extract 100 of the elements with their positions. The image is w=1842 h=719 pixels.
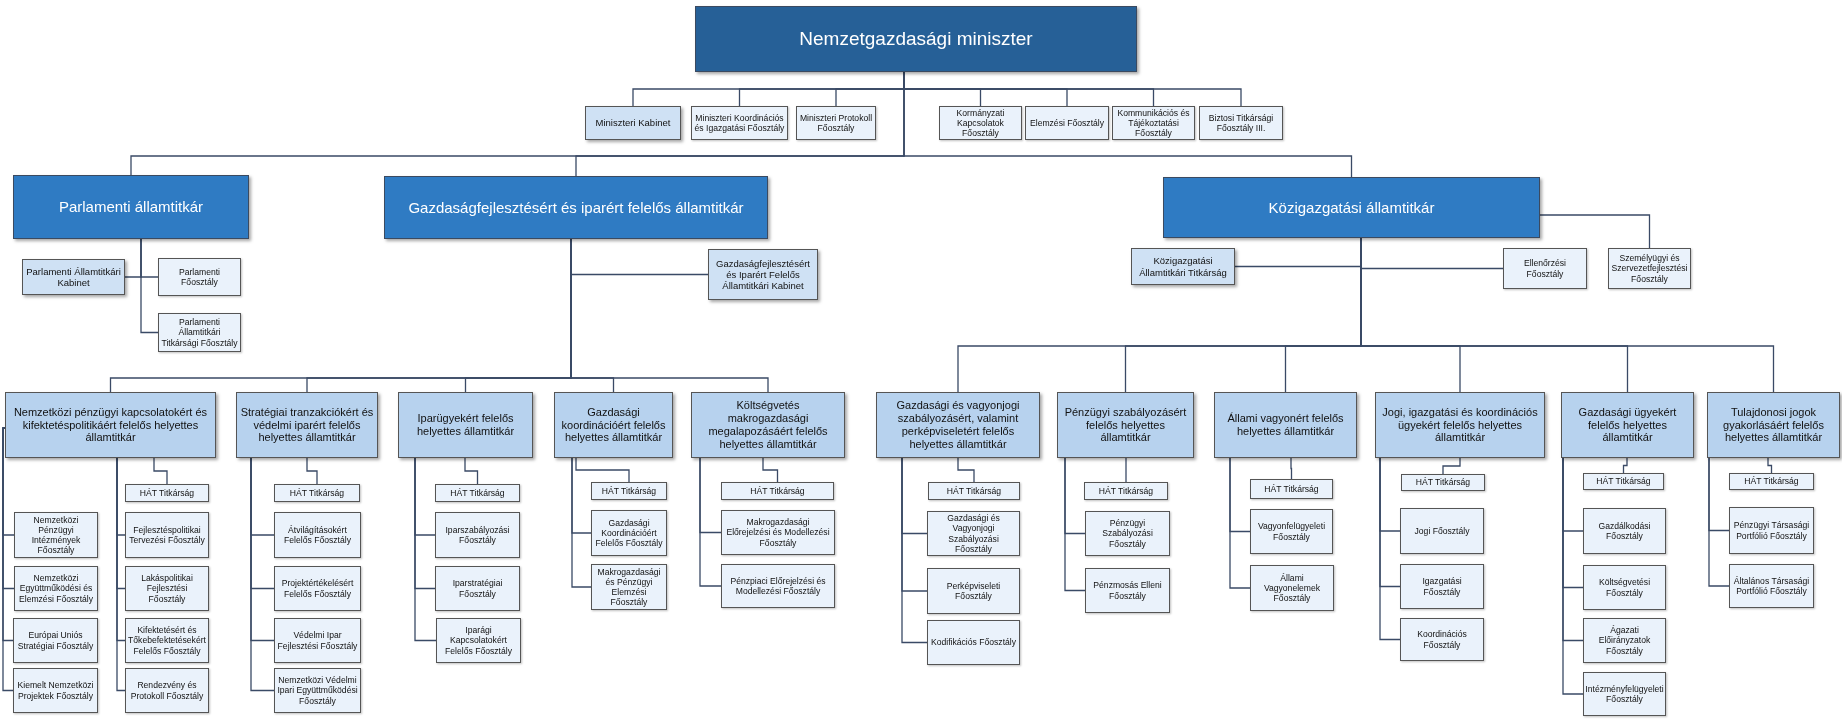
department-box: HÁT Titkárság bbox=[435, 484, 520, 502]
department-box: HÁT Titkárság bbox=[274, 484, 360, 502]
connector-line bbox=[116, 457, 126, 692]
department-box: HÁT Titkárság bbox=[1729, 473, 1814, 490]
connector-line bbox=[1767, 457, 1773, 474]
department-box: Igazgatási Főosztály bbox=[1400, 564, 1484, 609]
department-box: HÁT Titkárság bbox=[1583, 473, 1664, 490]
department-box: Kiemelt Nemzetközi Projektek Főosztály bbox=[13, 668, 98, 713]
connector-line bbox=[575, 457, 630, 483]
department-box: Nemzetközi Együttműködési és Elemzési Főosztály bbox=[14, 566, 98, 611]
department-box: HÁT Titkárság bbox=[125, 484, 209, 502]
department-box: Európai Uniós Stratégiai Főosztály bbox=[13, 618, 98, 663]
connector-line bbox=[1290, 457, 1293, 480]
department-box: Pénzmosás Elleni Főosztály bbox=[1085, 568, 1170, 613]
department-box: HÁT Titkárság bbox=[1401, 474, 1485, 491]
department-box: Iparszabályozási Főosztály bbox=[435, 512, 520, 558]
department-box: Perképviseleti Főosztály bbox=[927, 568, 1020, 614]
department-box: Jogi Főosztály bbox=[1400, 508, 1484, 554]
connector-line bbox=[1229, 457, 1251, 589]
department-box: Védelmi Ipar Fejlesztési Főosztály bbox=[274, 618, 361, 663]
connector-line bbox=[762, 457, 779, 483]
deputy-secretary-box: Stratégiai tranzakciókért és védelmi iparért felelős helyettes államtitkár bbox=[236, 392, 378, 458]
connector-line bbox=[464, 457, 479, 485]
department-box: Makrogazdasági és Pénzügyi Elemzési Főosztály bbox=[591, 564, 667, 610]
department-box: Kifektetésért és Tőkebefektetésekért Felelős Főosztály bbox=[125, 618, 209, 663]
connector-line bbox=[306, 457, 318, 485]
department-box: HÁT Titkárság bbox=[591, 482, 667, 500]
cabinet-box: Gazdaságfejlesztésért és Iparért Felelős Államtitkári Kabinet bbox=[708, 249, 818, 300]
deputy-secretary-box: Gazdasági és vagyonjogi szabályozásért, valamint perképviseletért felelős helyettes államtitkár bbox=[876, 392, 1040, 458]
department-box: HÁT Titkárság bbox=[928, 482, 1020, 500]
department-box: Pénzügyi Társasági Portfólió Főosztály bbox=[1729, 507, 1814, 554]
department-box: Miniszteri Protokoll Főosztály bbox=[796, 106, 876, 140]
connector-line bbox=[1539, 214, 1651, 249]
department-box: Miniszteri Koordinációs és Igazgatási Főosztály bbox=[691, 106, 788, 140]
department-box: HÁT Titkárság bbox=[1250, 479, 1333, 499]
department-box: Gazdálkodási Főosztály bbox=[1583, 508, 1666, 554]
connector-line bbox=[2, 427, 14, 692]
department-box: Személyügyi és Szervezetfejlesztési Főosztály bbox=[1608, 248, 1691, 289]
deputy-secretary-box: Pénzügyi szabályozásért felelős helyettes államtitkár bbox=[1057, 392, 1194, 458]
connector-line bbox=[1379, 457, 1401, 641]
department-box: Gazdasági Koordinációért Felelős Főosztály bbox=[591, 510, 667, 556]
department-box: HÁT Titkárság bbox=[721, 482, 834, 500]
department-box: Rendezvény és Protokoll Főosztály bbox=[125, 668, 209, 713]
connector-line bbox=[957, 457, 975, 483]
department-box: Kormányzati Kapcsolatok Főosztály bbox=[939, 106, 1022, 140]
connector-line bbox=[250, 457, 275, 692]
department-box: Pénzpiaci Előrejelzési és Modellezési Főosztály bbox=[721, 564, 835, 608]
department-box: Parlamenti Államtitkári Titkársági Főosztály bbox=[158, 313, 241, 352]
department-box: Nemzetközi Védelmi Ipari Együttműködési Főosztály bbox=[274, 668, 361, 713]
deputy-secretary-box: Gazdasági koordinációért felelős helyettes államtitkár bbox=[554, 392, 673, 458]
cabinet-box: Közigazgatási Államtitkári Titkárság bbox=[1131, 248, 1235, 285]
department-box: Intézményfelügyeleti Főosztály bbox=[1583, 672, 1666, 716]
state-secretary-box: Gazdaságfejlesztésért és iparért felelős államtitkár bbox=[384, 176, 768, 239]
department-box: Állami Vagyonelemek Főosztály bbox=[1250, 565, 1334, 611]
connector-line bbox=[1708, 457, 1730, 587]
connector-line bbox=[1622, 457, 1628, 474]
connector-line bbox=[1442, 457, 1461, 475]
department-box: Költségvetési Főosztály bbox=[1583, 565, 1666, 610]
department-box: Parlamenti Főosztály bbox=[158, 258, 241, 296]
connector-line bbox=[699, 457, 722, 587]
department-box: Ágazati Előirányzatok Főosztály bbox=[1583, 618, 1666, 663]
department-box: Kommunikációs és Tájékoztatási Főosztály bbox=[1112, 106, 1195, 140]
connector-line bbox=[140, 238, 159, 334]
cabinet-box: Parlamenti Államtitkári Kabinet bbox=[22, 259, 125, 295]
department-box: Biztosi Titkársági Főosztály III. bbox=[1199, 106, 1283, 140]
deputy-secretary-box: Költségvetés makrogazdasági megalapozásáért felelős helyettes államtitkár bbox=[691, 392, 845, 458]
deputy-secretary-box: Iparügyekért felelős helyettes államtitkár bbox=[398, 392, 533, 458]
connector-line bbox=[1125, 457, 1127, 483]
department-box: Iparági Kapcsolatokért Felelős Főosztály bbox=[436, 618, 521, 663]
department-box: HÁT Titkárság bbox=[1084, 482, 1168, 500]
department-box: Projektértékelésért Felelős Főosztály bbox=[274, 566, 361, 611]
department-box: Vagyonfelügyeleti Főosztály bbox=[1250, 509, 1333, 554]
state-secretary-box: Közigazgatási államtitkár bbox=[1163, 177, 1540, 238]
deputy-secretary-box: Nemzetközi pénzügyi kapcsolatokért és kifektetéspolitikáért felelős helyettes államtitkár bbox=[5, 392, 216, 458]
department-box: Átvilágításokért Felelős Főosztály bbox=[274, 512, 361, 558]
department-box: Ellenőrzési Főosztály bbox=[1503, 248, 1587, 289]
deputy-secretary-box: Tulajdonosi jogok gyakorlásáért felelős helyettes államtitkár bbox=[1707, 392, 1840, 458]
department-box: Kodifikációs Főosztály bbox=[927, 620, 1020, 665]
department-box: Makrogazdasági Előrejelzési és Modellezési Főosztály bbox=[721, 510, 835, 555]
state-secretary-box: Parlamenti államtitkár bbox=[13, 175, 249, 239]
connector-line bbox=[153, 457, 168, 485]
connector-line bbox=[414, 457, 437, 642]
department-box: Lakáspolitikai Fejlesztési Főosztály bbox=[125, 566, 209, 611]
deputy-secretary-box: Gazdasági ügyekért felelős helyettes államtitkár bbox=[1561, 392, 1694, 458]
department-box: Nemzetközi Pénzügyi Intézmények Főosztály bbox=[14, 512, 98, 558]
connector-line bbox=[571, 457, 592, 588]
connector-line bbox=[901, 457, 928, 644]
department-box: Fejlesztéspolitikai Tervezési Főosztály bbox=[125, 512, 209, 558]
deputy-secretary-box: Állami vagyonért felelős helyettes államtitkár bbox=[1214, 392, 1357, 458]
connector-line bbox=[1064, 457, 1086, 592]
department-box: Gazdasági és Vagyonjogi Szabályozási Főosztály bbox=[927, 511, 1020, 556]
cabinet-box: Miniszteri Kabinet bbox=[585, 106, 681, 140]
department-box: Általános Társasági Portfólió Főosztály bbox=[1729, 564, 1814, 608]
department-box: Elemzési Főosztály bbox=[1025, 106, 1109, 140]
minister-box: Nemzetgazdasági miniszter bbox=[695, 6, 1137, 72]
deputy-secretary-box: Jogi, igazgatási és koordinációs ügyekért felelős helyettes államtitkár bbox=[1375, 392, 1545, 458]
department-box: Pénzügyi Szabályozási Főosztály bbox=[1085, 511, 1170, 556]
department-box: Iparstratégiai Főosztály bbox=[435, 566, 520, 611]
connector-line bbox=[1562, 457, 1584, 695]
department-box: Koordinációs Főosztály bbox=[1400, 618, 1484, 661]
